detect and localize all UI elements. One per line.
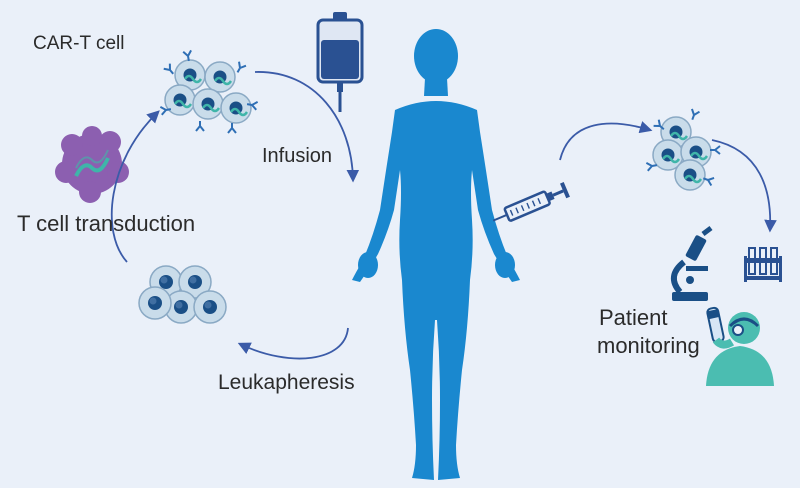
leukapheresis-label: Leukapheresis	[218, 371, 355, 394]
virus-icon	[55, 126, 129, 203]
syringe-icon	[492, 182, 570, 222]
arrow-transduction	[110, 110, 160, 263]
car-t-cell-label: CAR-T cell	[33, 33, 125, 54]
human-body-icon	[352, 29, 520, 480]
arrow-to-test-tubes	[711, 139, 777, 233]
monitored-car-t-cells	[645, 107, 721, 192]
infusion-label: Infusion	[262, 145, 333, 167]
patient-monitoring-line1: Patient	[599, 305, 668, 330]
arrow-leukapheresis	[237, 327, 349, 360]
scientist-icon	[706, 306, 774, 386]
arrow-to-infusion	[254, 71, 360, 183]
patient-monitoring-label: Patient monitoring	[597, 304, 700, 359]
arrow-to-monitoring-cells	[559, 121, 653, 161]
microscope-icon	[671, 226, 713, 301]
test-tubes-icon	[744, 247, 782, 282]
t-cell-transduction-label: T cell transduction	[17, 211, 196, 236]
patient-monitoring-line2: monitoring	[597, 332, 700, 358]
car-t-cell-cluster	[159, 49, 259, 134]
t-cell-cluster	[138, 265, 227, 324]
iv-bag-icon	[316, 12, 364, 112]
